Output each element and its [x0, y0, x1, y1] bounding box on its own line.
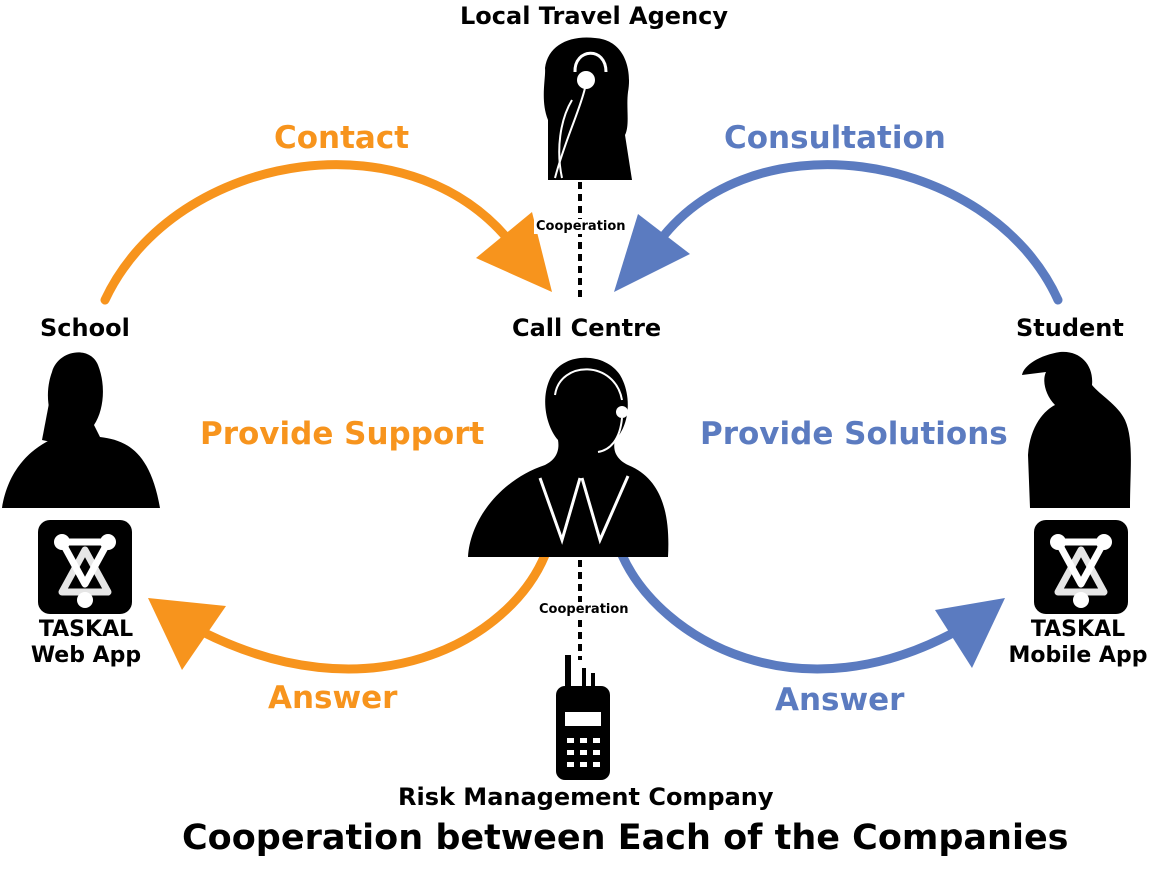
answer-left-arrow-arc	[190, 550, 550, 674]
consultation-arrow-arc	[645, 160, 1063, 305]
coop-bottom-label: Cooperation	[537, 602, 631, 617]
school-label: School	[40, 314, 130, 342]
callcentre-label: Call Centre	[512, 314, 662, 342]
web-app-line2: Web App	[30, 643, 142, 668]
provide-support-label: Provide Support	[200, 416, 485, 452]
walkie-talkie-icon	[556, 655, 610, 780]
mobile-app-line2: Mobile App	[1008, 643, 1148, 668]
contact-arrow-arc	[100, 160, 525, 305]
student-label: Student	[1016, 314, 1124, 342]
coop-top-label: Cooperation	[534, 219, 628, 234]
web-app-label: TASKAL Web App	[26, 617, 146, 669]
risk-company-label: Risk Management Company	[398, 783, 774, 811]
answer-left-label: Answer	[268, 680, 398, 716]
consultation-arrowhead	[614, 214, 690, 292]
callcentre-operator-silhouette	[468, 357, 669, 557]
agency-label: Local Travel Agency	[460, 2, 729, 30]
answer-right-arrowhead	[935, 598, 1005, 668]
answer-right-label: Answer	[775, 682, 905, 718]
mobile-app-line1: TASKAL	[1030, 617, 1126, 642]
answer-left-arrowhead	[148, 598, 226, 670]
school-caller-silhouette	[2, 352, 160, 508]
taskal-web-logo-icon	[38, 520, 132, 614]
agency-operator-silhouette	[543, 37, 632, 180]
diagram-title: Cooperation between Each of the Companie…	[182, 818, 1069, 858]
taskal-mobile-logo-icon	[1034, 520, 1128, 614]
mobile-app-label: TASKAL Mobile App	[1004, 617, 1152, 669]
contact-arrowhead	[476, 212, 552, 292]
web-app-line1: TASKAL	[38, 617, 134, 642]
contact-label: Contact	[274, 120, 410, 156]
consultation-label: Consultation	[724, 120, 946, 156]
answer-right-arrow-arc	[617, 550, 967, 674]
student-silhouette	[1022, 351, 1131, 508]
provide-solutions-label: Provide Solutions	[700, 416, 1008, 452]
